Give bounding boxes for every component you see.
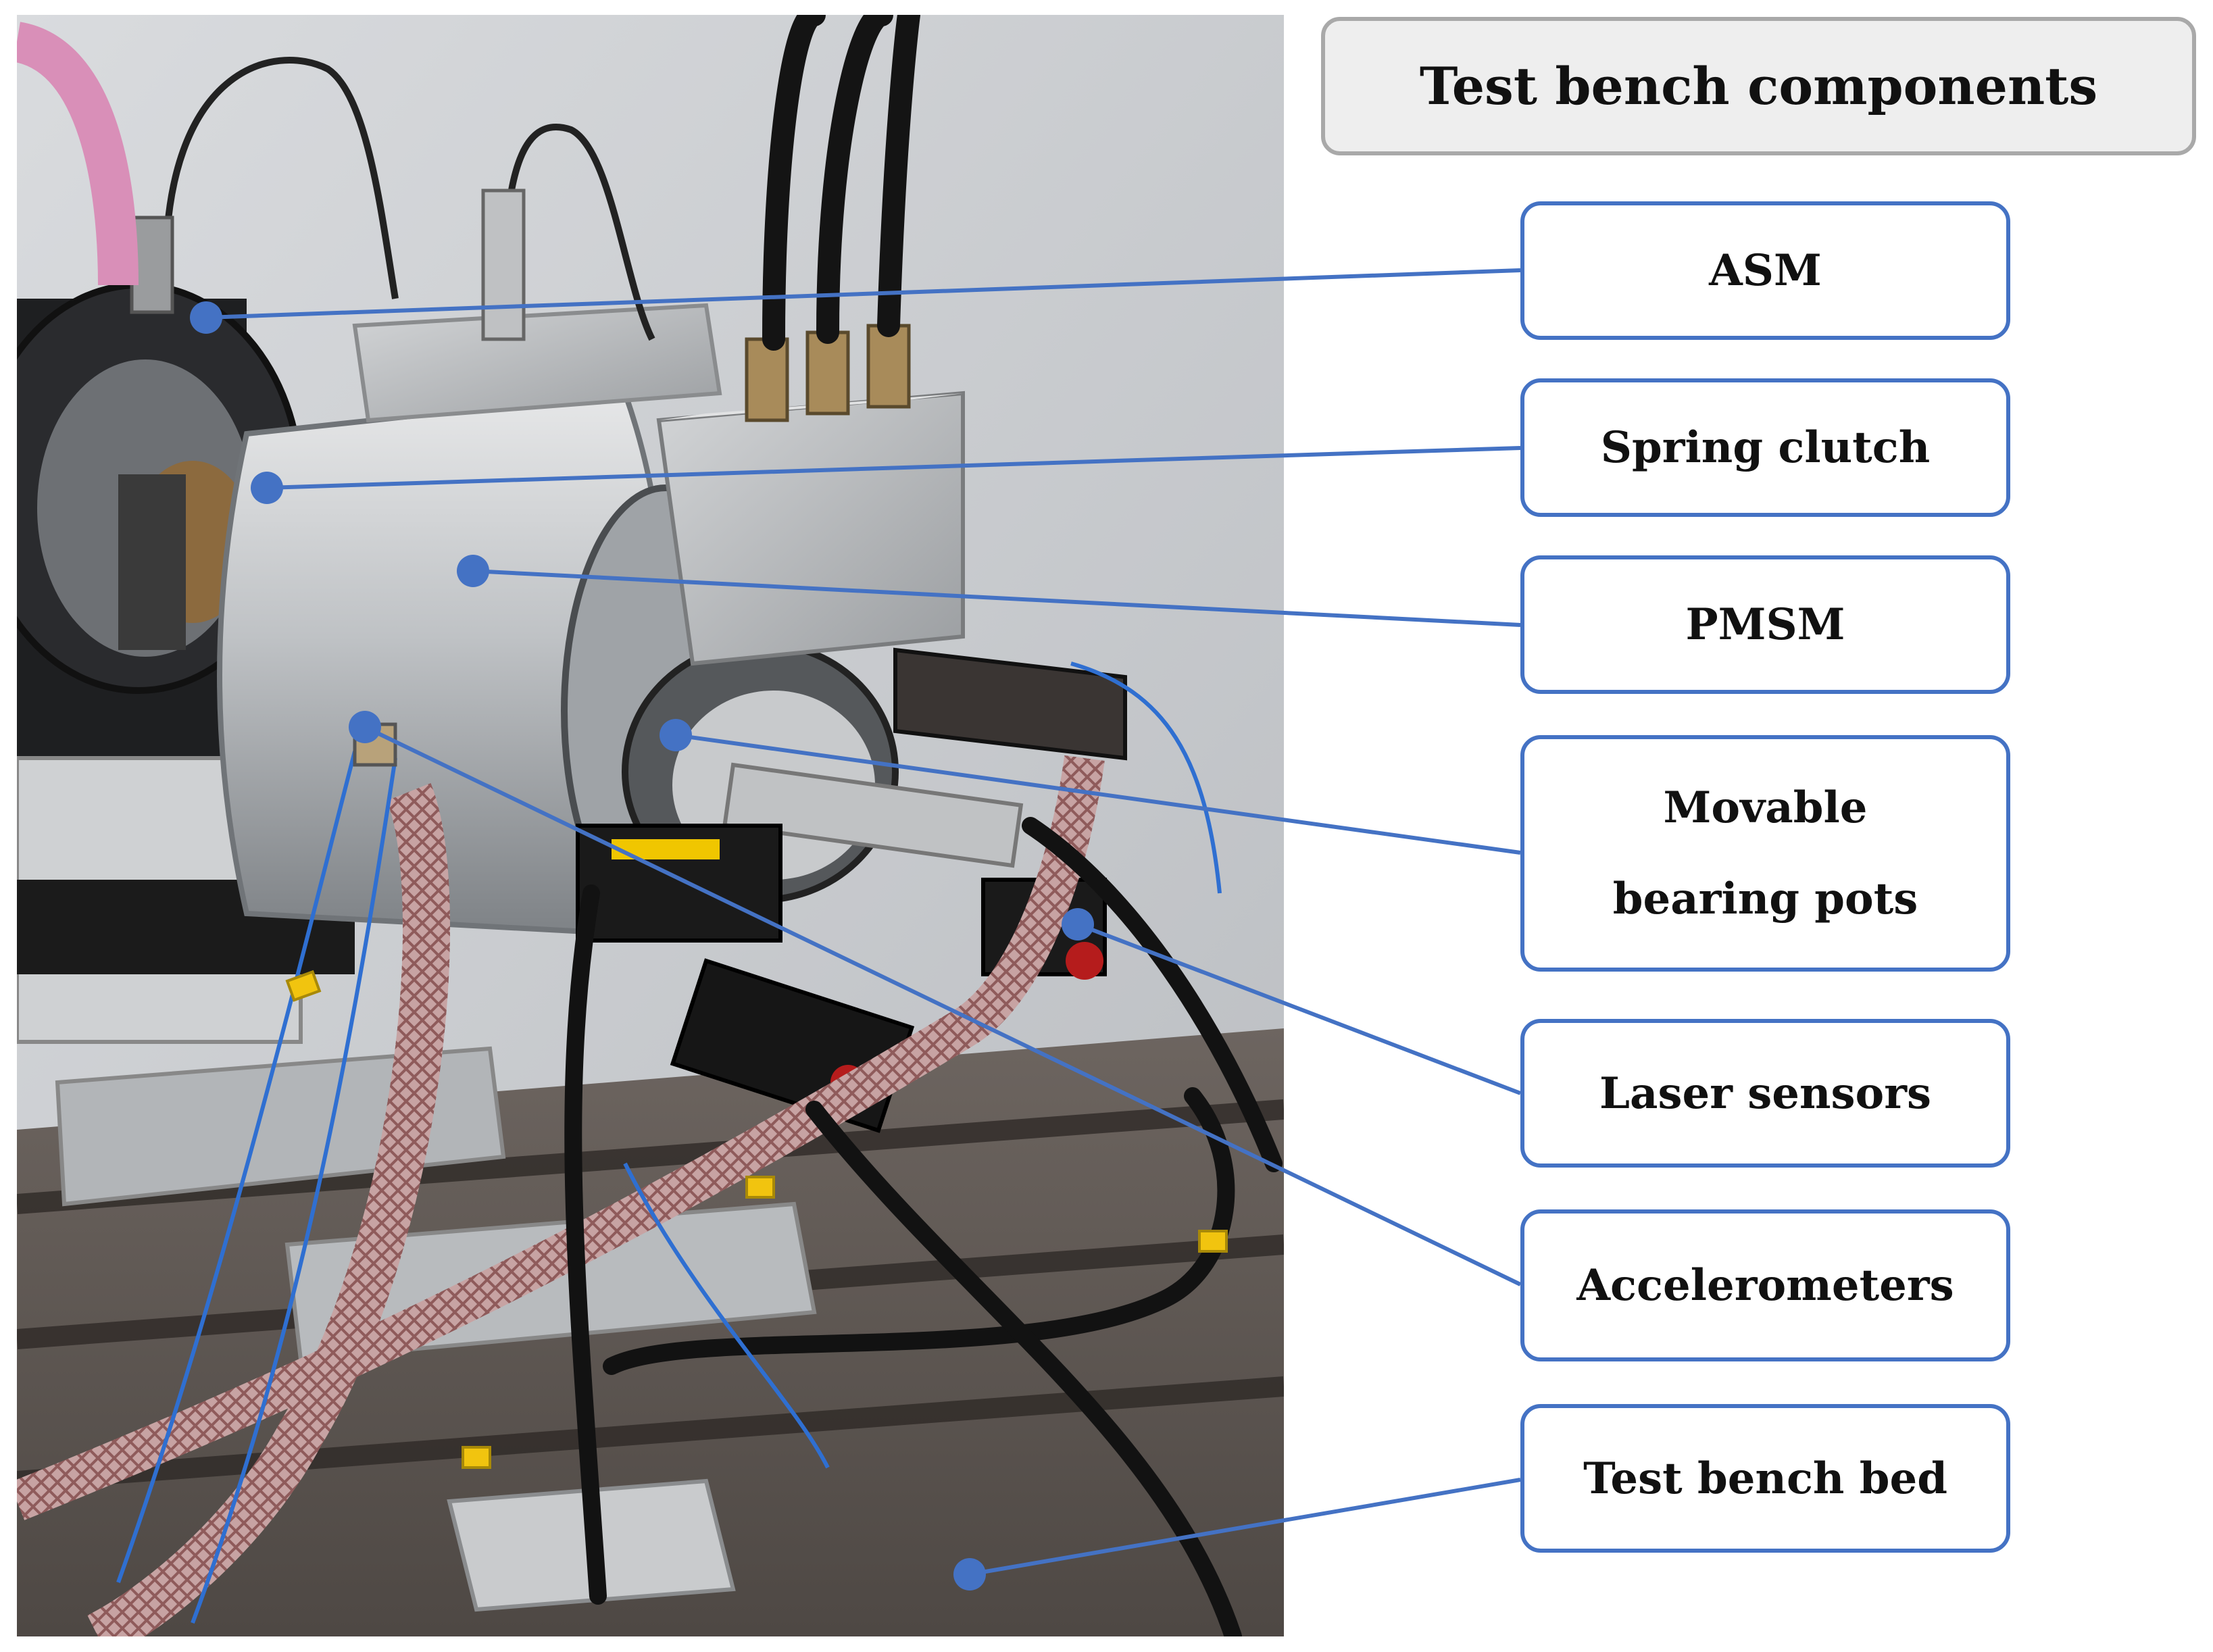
label-test-bench-bed: Test bench bed <box>1583 1453 1947 1504</box>
label-box-test-bench-bed: Test bench bed <box>1520 1404 2010 1553</box>
label-movable: Movable <box>1663 782 1868 833</box>
label-box-spring-clutch: Spring clutch <box>1520 378 2010 517</box>
label-laser-sensors: Laser sensors <box>1599 1068 1931 1119</box>
label-box-movable-bearing-pots: Movable bearing pots <box>1520 735 2010 972</box>
title-box: Test bench components <box>1321 17 2196 155</box>
label-pmsm: PMSM <box>1685 599 1845 650</box>
label-accelerometers: Accelerometers <box>1576 1260 1954 1311</box>
label-bearing-pots: bearing pots <box>1612 874 1918 924</box>
figure-title: Test bench components <box>1419 56 2098 116</box>
label-box-accelerometers: Accelerometers <box>1520 1209 2010 1361</box>
test-bench-photo <box>17 15 1284 1636</box>
label-box-laser-sensors: Laser sensors <box>1520 1019 2010 1168</box>
label-asm: ASM <box>1709 245 1822 296</box>
label-box-asm: ASM <box>1520 201 2010 340</box>
label-box-pmsm: PMSM <box>1520 555 2010 694</box>
label-spring-clutch: Spring clutch <box>1600 422 1931 473</box>
